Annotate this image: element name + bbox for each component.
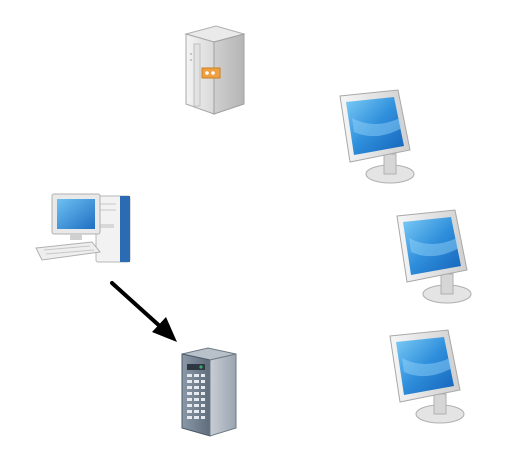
monitor-node-1 — [336, 88, 416, 186]
tower-server-icon — [184, 25, 246, 115]
rack-server-icon — [181, 347, 237, 437]
arrow-shaft — [110, 281, 165, 331]
rack-server-node — [178, 344, 240, 438]
monitor-node-2 — [393, 208, 473, 306]
tower-server-node — [180, 24, 250, 116]
arrow-head-icon — [152, 317, 177, 342]
workstation-node — [34, 190, 132, 268]
monitor-icon — [389, 329, 465, 424]
desktop-computer-icon — [35, 193, 131, 263]
monitor-icon — [339, 89, 415, 184]
monitor-icon — [396, 209, 472, 304]
monitor-node-3 — [386, 328, 466, 426]
